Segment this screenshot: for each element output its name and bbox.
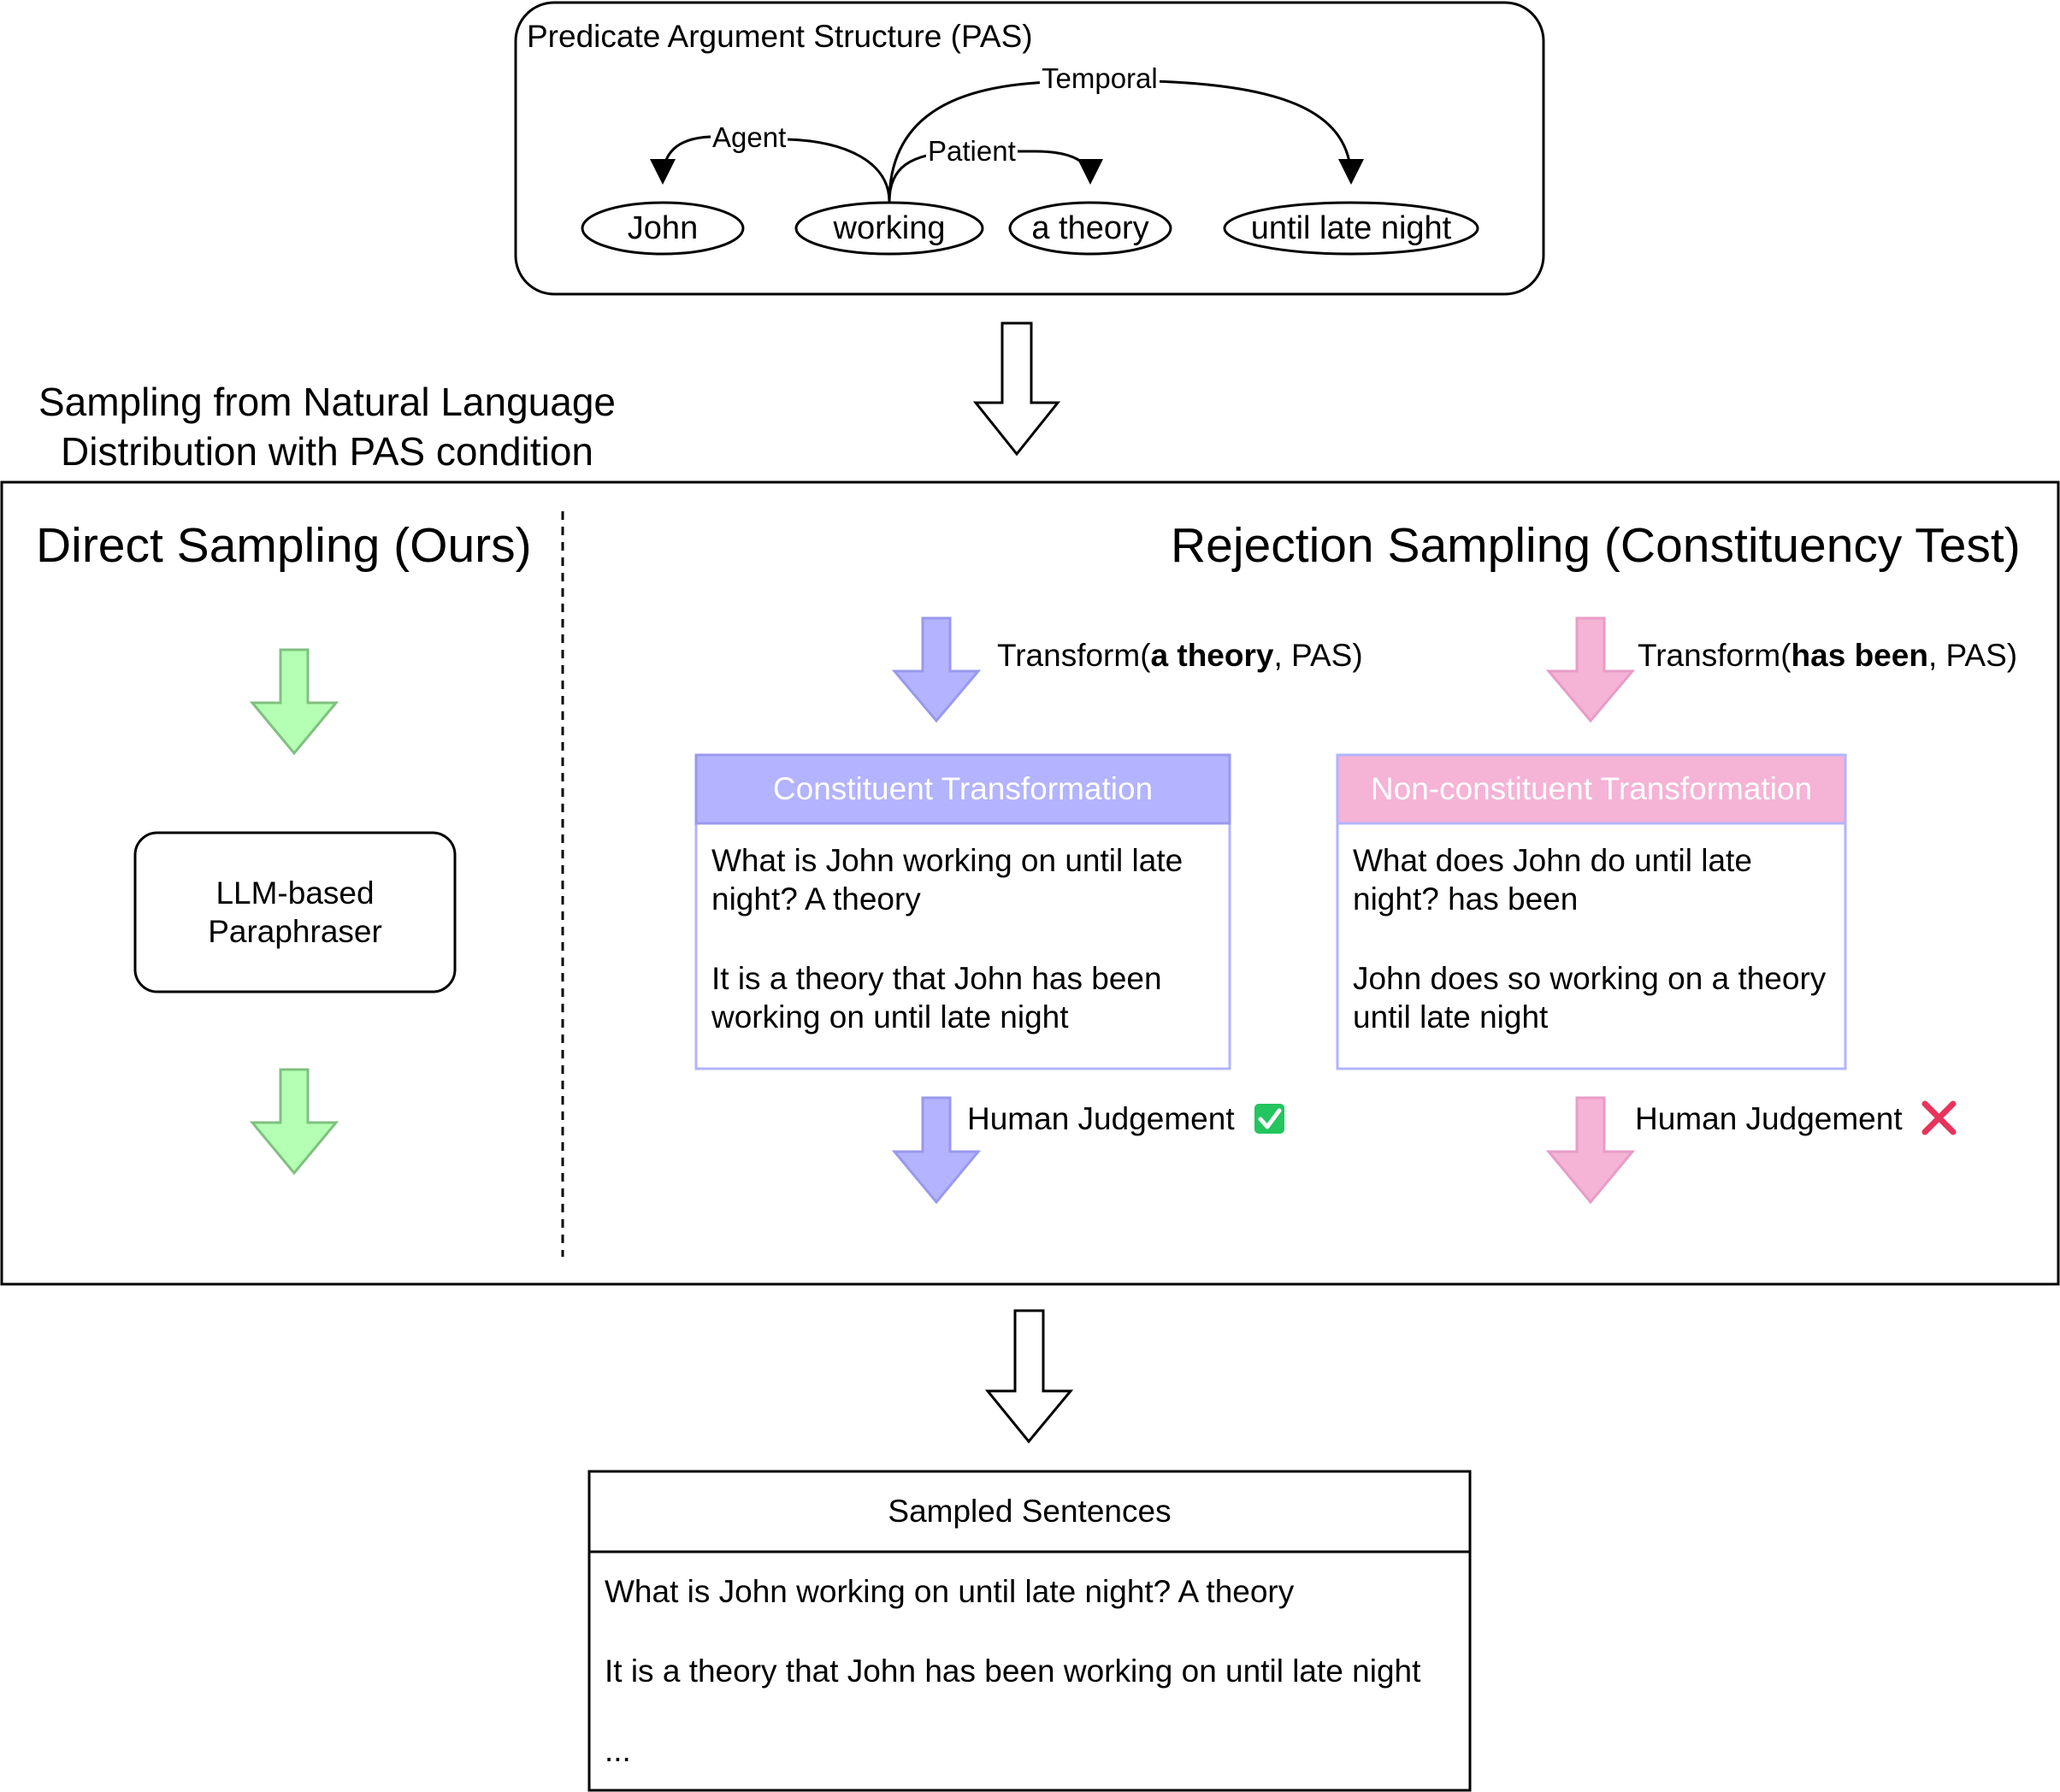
node-night-label: until late night [1250,209,1452,246]
transform-constituent-label: Transform(a theory, PAS) [997,640,1363,671]
transform-target: has been [1791,638,1928,673]
sampled-line-1: What is John working on until late night… [605,1574,1295,1609]
paraphraser-label: LLM-based Paraphraser [135,833,455,992]
transform-target: a theory [1150,638,1274,673]
pink-arrow-1 [1545,616,1636,723]
purple-arrow-2 [891,1096,982,1205]
constituent-header: Constituent Transformation [772,771,1154,806]
sampling-heading-line2: Distribution with PAS condition [61,429,593,474]
node-john-label: John [627,209,699,246]
nonconstituent-header: Non-constituent Transformation [1370,771,1813,806]
node-night [1223,201,1479,256]
transform-nonconstituent-label: Transform(has been, PAS) [1638,640,2017,671]
purple-arrow-1 [891,616,982,723]
transform-suffix: , PAS) [1927,638,2018,673]
hollow-arrow-top [972,321,1061,457]
node-working [794,201,984,256]
sampled-box [587,1470,1472,1792]
edge-temporal-label: Temporal [1040,62,1160,94]
check-icon [1254,1104,1284,1134]
transform-suffix: , PAS) [1273,638,1363,673]
edge-agent [650,135,891,203]
nonconstituent-sentence-2: John does so working on a theory until l… [1353,961,1827,1035]
paraphraser-box [133,831,457,993]
nonconstituent-sentence-1: What does John do until late night? has … [1353,843,1752,917]
green-arrow-1 [249,648,339,756]
constituent-sentence-1: What is John working on until late night… [711,843,1183,917]
edge-patient-label: Patient [926,135,1018,167]
constituent-header-bg [694,753,1231,825]
sampled-line-3: ... [605,1733,631,1768]
judgement-constituent-label: Human Judgement [967,1101,1235,1136]
direct-sampling-title: Direct Sampling (Ours) [36,518,532,573]
node-working-label: working [833,209,946,246]
judgement-nonconstituent-label: Human Judgement [1635,1101,1903,1136]
transform-prefix: Transform( [1638,638,1791,673]
green-arrow-2 [249,1068,339,1176]
sampling-heading-line1: Sampling from Natural Language [38,380,617,424]
node-theory [1008,201,1172,256]
paraphraser-line1: LLM-based [215,875,375,911]
constituent-sentence-2: It is a theory that John has been workin… [711,961,1162,1035]
rejection-sampling-title: Rejection Sampling (Constituency Test) [1171,518,2021,573]
paraphraser-line2: Paraphraser [208,914,382,949]
cross-icon [1921,1100,1957,1135]
pas-title: Predicate Argument Structure (PAS) [527,19,1033,54]
hollow-arrow-bottom [984,1309,1074,1444]
sampled-line-2: It is a theory that John has been workin… [605,1653,1421,1689]
sampled-header: Sampled Sentences [888,1494,1172,1529]
node-john [581,201,745,256]
nonconstituent-header-bg [1336,753,1847,825]
pink-arrow-2 [1545,1096,1636,1205]
edge-agent-label: Agent [711,121,788,153]
transform-prefix: Transform( [997,638,1151,673]
sampling-heading: Sampling from Natural Language Distribut… [9,377,646,476]
node-theory-label: a theory [1031,209,1149,246]
